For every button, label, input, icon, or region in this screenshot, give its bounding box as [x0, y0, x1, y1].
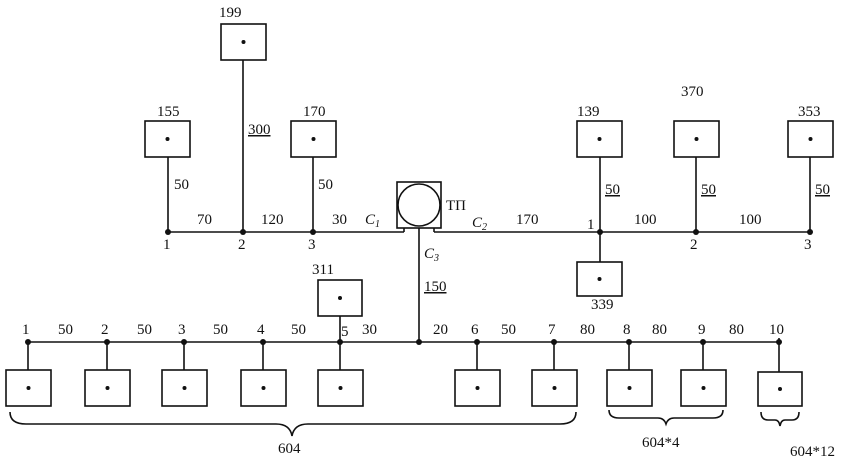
feeder-length-label: 150: [424, 279, 447, 295]
upper-left-node-1: [165, 229, 171, 235]
segment-length-label: 50: [137, 322, 152, 338]
segment-length-label: 120: [261, 212, 284, 228]
lower-junction: [416, 339, 422, 345]
group-brace: [760, 411, 800, 427]
node-label: 2: [690, 237, 698, 253]
consumer-box: [531, 369, 578, 407]
group-brace: [608, 409, 724, 427]
segment-length-label: 100: [739, 212, 762, 228]
consumer-box: [757, 371, 803, 407]
consumer-box: [454, 369, 501, 407]
branch-length-label: 50: [605, 182, 620, 198]
lower-node: [474, 339, 480, 345]
lower-node: [181, 339, 187, 345]
consumer-box: [84, 369, 131, 407]
upper-left-node-3: [310, 229, 316, 235]
lower-node: [337, 339, 343, 345]
consumer-box: [5, 369, 52, 407]
branch-length-label: 50: [174, 177, 189, 193]
node-label: 7: [548, 322, 556, 338]
consumer-box: [290, 120, 337, 158]
segment-length-label: 30: [362, 322, 377, 338]
lower-node: [25, 339, 31, 345]
consumer-box: [317, 369, 364, 407]
consumer-box: [317, 279, 363, 317]
node-label: 1: [163, 237, 171, 253]
node-label: 9: [698, 322, 706, 338]
cable-label-c2: C2: [472, 215, 487, 233]
substation-label: ТП: [446, 198, 466, 214]
cable-label-c1: C1: [365, 212, 380, 230]
segment-length-label: 50: [501, 322, 516, 338]
node-label: 2: [101, 322, 109, 338]
upper-right-node-1: [597, 229, 603, 235]
node-label: 3: [804, 237, 812, 253]
group-label: 604*4: [642, 435, 680, 451]
lower-node: [551, 339, 557, 345]
consumer-load-label: 353: [798, 104, 821, 120]
lower-node: [260, 339, 266, 345]
branch-length-label: 50: [815, 182, 830, 198]
node-label: 6: [471, 322, 479, 338]
node-label: 3: [178, 322, 186, 338]
segment-length-label: 70: [197, 212, 212, 228]
lower-node: [626, 339, 632, 345]
node-label: 3: [308, 237, 316, 253]
consumer-box: [161, 369, 208, 407]
node-label: 8: [623, 322, 631, 338]
consumer-box: [787, 120, 834, 158]
upper-right-node-2: [693, 229, 699, 235]
consumer-box: [240, 369, 287, 407]
consumer-box: [680, 369, 727, 407]
segment-length-label: 170: [516, 212, 539, 228]
branch-length-label: 300: [248, 122, 271, 138]
lower-node: [104, 339, 110, 345]
lower-node: [700, 339, 706, 345]
lower-node: [776, 339, 782, 345]
consumer-load-label: 139: [577, 104, 600, 120]
node-label: 5: [341, 324, 349, 340]
consumer-load-label: 155: [157, 104, 180, 120]
segment-length-label: 80: [652, 322, 667, 338]
consumer-box: [673, 120, 720, 158]
node-label: 1: [587, 217, 595, 233]
group-label: 604*12: [790, 444, 835, 460]
consumer-load-label: 170: [303, 104, 326, 120]
upper-right-node-3: [807, 229, 813, 235]
node-label: 4: [257, 322, 265, 338]
consumer-box: [576, 261, 623, 297]
consumer-box: [576, 120, 623, 158]
group-label: 604: [278, 441, 301, 457]
segment-length-label: 80: [729, 322, 744, 338]
cable-label-c3: C3: [424, 246, 439, 264]
segment-length-label: 80: [580, 322, 595, 338]
segment-length-label: 30: [332, 212, 347, 228]
consumer-load-label: 311: [312, 262, 334, 278]
consumer-load-label: 339: [591, 297, 614, 313]
consumer-box: [144, 120, 191, 158]
segment-length-label: 50: [213, 322, 228, 338]
branch-length-label: 50: [318, 177, 333, 193]
segment-length-label: 20: [433, 322, 448, 338]
upper-left-node-2: [240, 229, 246, 235]
node-label: 2: [238, 237, 246, 253]
consumer-box: [220, 23, 267, 61]
consumer-load-label: 199: [219, 5, 242, 21]
segment-length-label: 50: [291, 322, 306, 338]
node-label: 1: [22, 322, 30, 338]
branch-length-label: 50: [701, 182, 716, 198]
segment-length-label: 50: [58, 322, 73, 338]
group-brace: [9, 411, 577, 437]
consumer-box: [606, 369, 653, 407]
consumer-load-label: 370: [681, 84, 704, 100]
node-label: 10: [769, 322, 784, 338]
segment-length-label: 100: [634, 212, 657, 228]
substation-symbol: [396, 181, 442, 229]
